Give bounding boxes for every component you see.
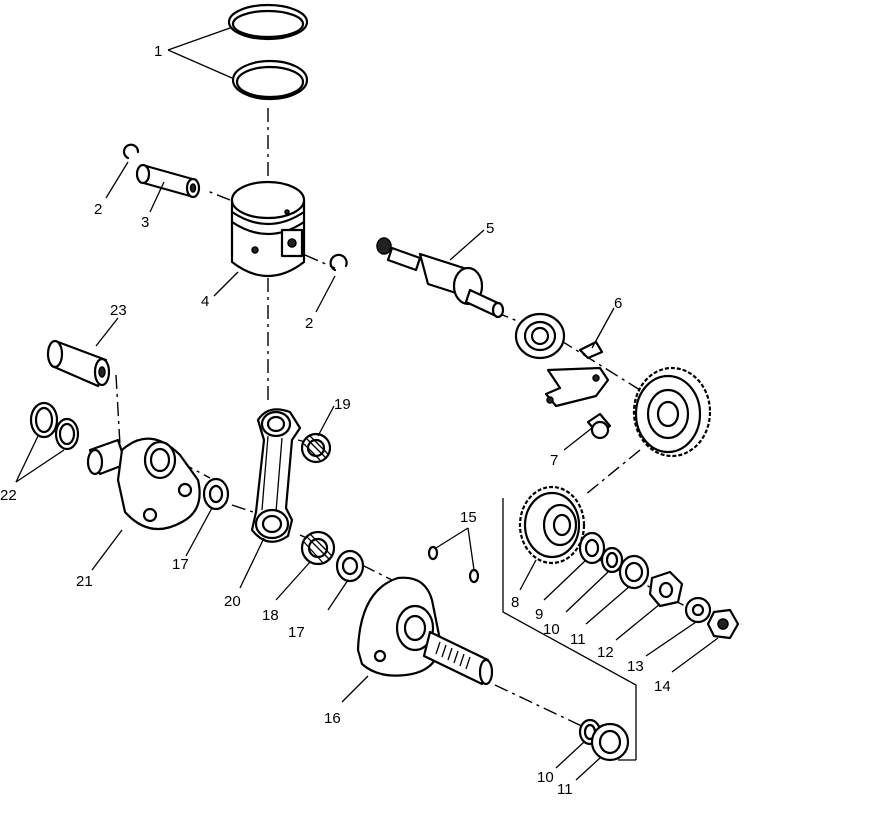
label-10-upper: 10 [543,621,560,638]
crankshaft-seals [29,401,80,451]
right-crank-half [356,576,494,686]
piston [230,180,306,278]
piston-pin-circlips [122,143,348,272]
label-17-left: 17 [172,556,189,573]
retainer-bracket [544,340,610,408]
label-1: 1 [154,43,162,60]
label-22: 22 [0,487,17,504]
label-13: 13 [627,658,644,675]
piston-rings [227,3,309,101]
label-19: 19 [334,396,351,413]
label-20: 20 [224,593,241,610]
part-labels: 1 2 3 4 2 5 6 7 19 23 22 21 17 20 18 17 … [0,43,671,798]
piston-pin [135,163,201,199]
label-4: 4 [201,293,209,310]
label-15: 15 [460,509,477,526]
balancer-bearing [514,312,566,360]
label-10-lower: 10 [537,769,554,786]
label-7: 7 [550,452,558,469]
label-8: 8 [511,594,519,611]
balancer-shaft [376,237,505,319]
connecting-rod [250,408,302,543]
left-crank-half [86,437,201,531]
label-6: 6 [614,295,622,312]
crank-pin [46,339,111,388]
label-2-right: 2 [305,315,313,332]
label-18: 18 [262,607,279,624]
label-9: 9 [535,606,543,623]
leader-lines [15,27,719,781]
woodruff-keys [427,545,480,584]
label-16: 16 [324,710,341,727]
label-21: 21 [76,573,93,590]
label-17-right: 17 [288,624,305,641]
label-11-lower: 11 [557,781,573,798]
label-12: 12 [597,644,614,661]
label-3: 3 [141,214,149,231]
label-2-left: 2 [94,201,102,218]
label-11-upper: 11 [570,631,586,648]
small-end-needle-bearing [300,432,332,464]
balancer-driven-gear [632,366,712,458]
bracket-bolt [586,412,612,440]
crank-end-stack [578,531,740,640]
label-5: 5 [486,220,494,237]
drive-gear [518,485,586,565]
lower-seal-and-bearing [578,718,630,762]
big-end-needle-bearing [300,530,336,566]
group-bracket-lines [502,498,637,761]
label-23: 23 [110,302,127,319]
label-14: 14 [654,678,671,695]
thrust-washer-right [335,549,365,583]
thrust-washer-left [202,477,230,511]
